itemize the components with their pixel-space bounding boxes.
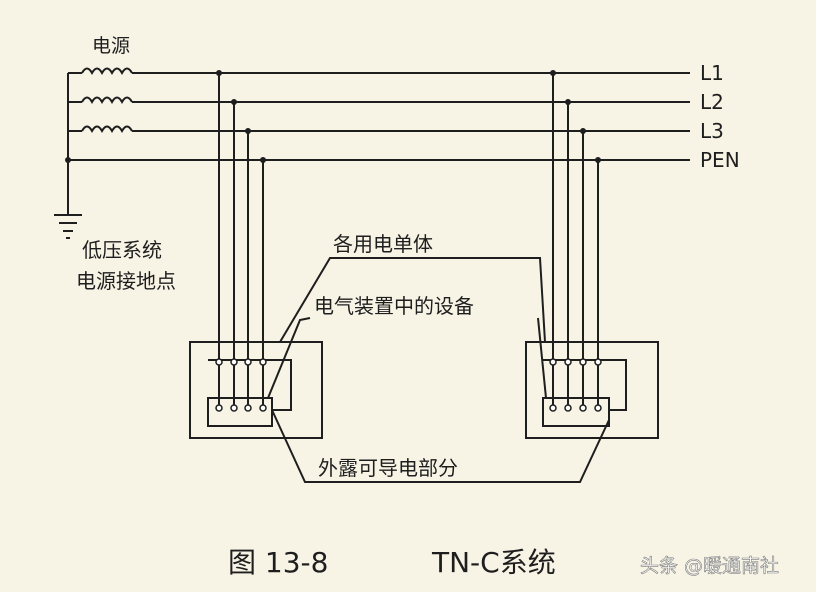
terminal-contact [215, 404, 223, 412]
right-terminal-strip [542, 397, 610, 427]
leader-exposed-part [271, 409, 610, 483]
terminal-contact [579, 404, 587, 412]
watermark: 头条 @暖通南社 [640, 555, 779, 577]
left-device-exposed-part [208, 359, 292, 411]
junction-dot [245, 128, 251, 134]
exposed-conductive-part-label: 外露可导电部分 [318, 456, 458, 480]
junction-dot [65, 157, 71, 163]
line-label-pen: PEN [700, 148, 740, 172]
left-device-enclosure [189, 341, 323, 439]
junction-dot [260, 157, 266, 163]
source-coil-l1 [81, 67, 133, 76]
ground-point-label-line2: 电源接地点 [76, 269, 176, 293]
junction-dot [231, 99, 237, 105]
source-coil-l2 [81, 96, 133, 105]
leader-installation-equipment-left [267, 317, 311, 399]
terminal-contact [244, 358, 252, 366]
terminal-contact [230, 358, 238, 366]
terminal-contact [215, 358, 223, 366]
installation-equipment-label: 电气装置中的设备 [314, 294, 474, 318]
terminal-contact [230, 404, 238, 412]
junction-dot [580, 128, 586, 134]
leader-installation-equipment-right [537, 317, 547, 399]
junction-dot [550, 70, 556, 76]
source-label: 电源 [92, 35, 130, 57]
junction-dot [595, 157, 601, 163]
figure-number: 图 13-8 [228, 546, 328, 579]
terminal-contact [579, 358, 587, 366]
single-device-label: 各用电单体 [333, 232, 433, 256]
junction-dots [65, 70, 601, 163]
junction-dot [216, 70, 222, 76]
earth-ground-symbol [54, 214, 82, 239]
source-coil-l3 [81, 125, 133, 134]
terminal-contact [549, 404, 557, 412]
right-device-enclosure [525, 341, 659, 439]
terminal-contact [594, 404, 602, 412]
leader-single-device [279, 257, 546, 343]
junction-dot [565, 99, 571, 105]
terminal-contacts [215, 358, 602, 412]
terminal-contact [259, 358, 267, 366]
terminal-contact [594, 358, 602, 366]
terminal-contact [244, 404, 252, 412]
right-device-exposed-part [543, 359, 627, 411]
figure-title: TN-C系统 [431, 546, 556, 579]
terminal-contact [259, 404, 267, 412]
line-label-l2: L2 [700, 90, 724, 114]
line-label-l1: L1 [700, 61, 724, 85]
line-label-l3: L3 [700, 119, 724, 143]
terminal-contact [564, 404, 572, 412]
terminal-contact [549, 358, 557, 366]
terminal-contact [564, 358, 572, 366]
ground-point-label-line1: 低压系统 [82, 238, 162, 262]
